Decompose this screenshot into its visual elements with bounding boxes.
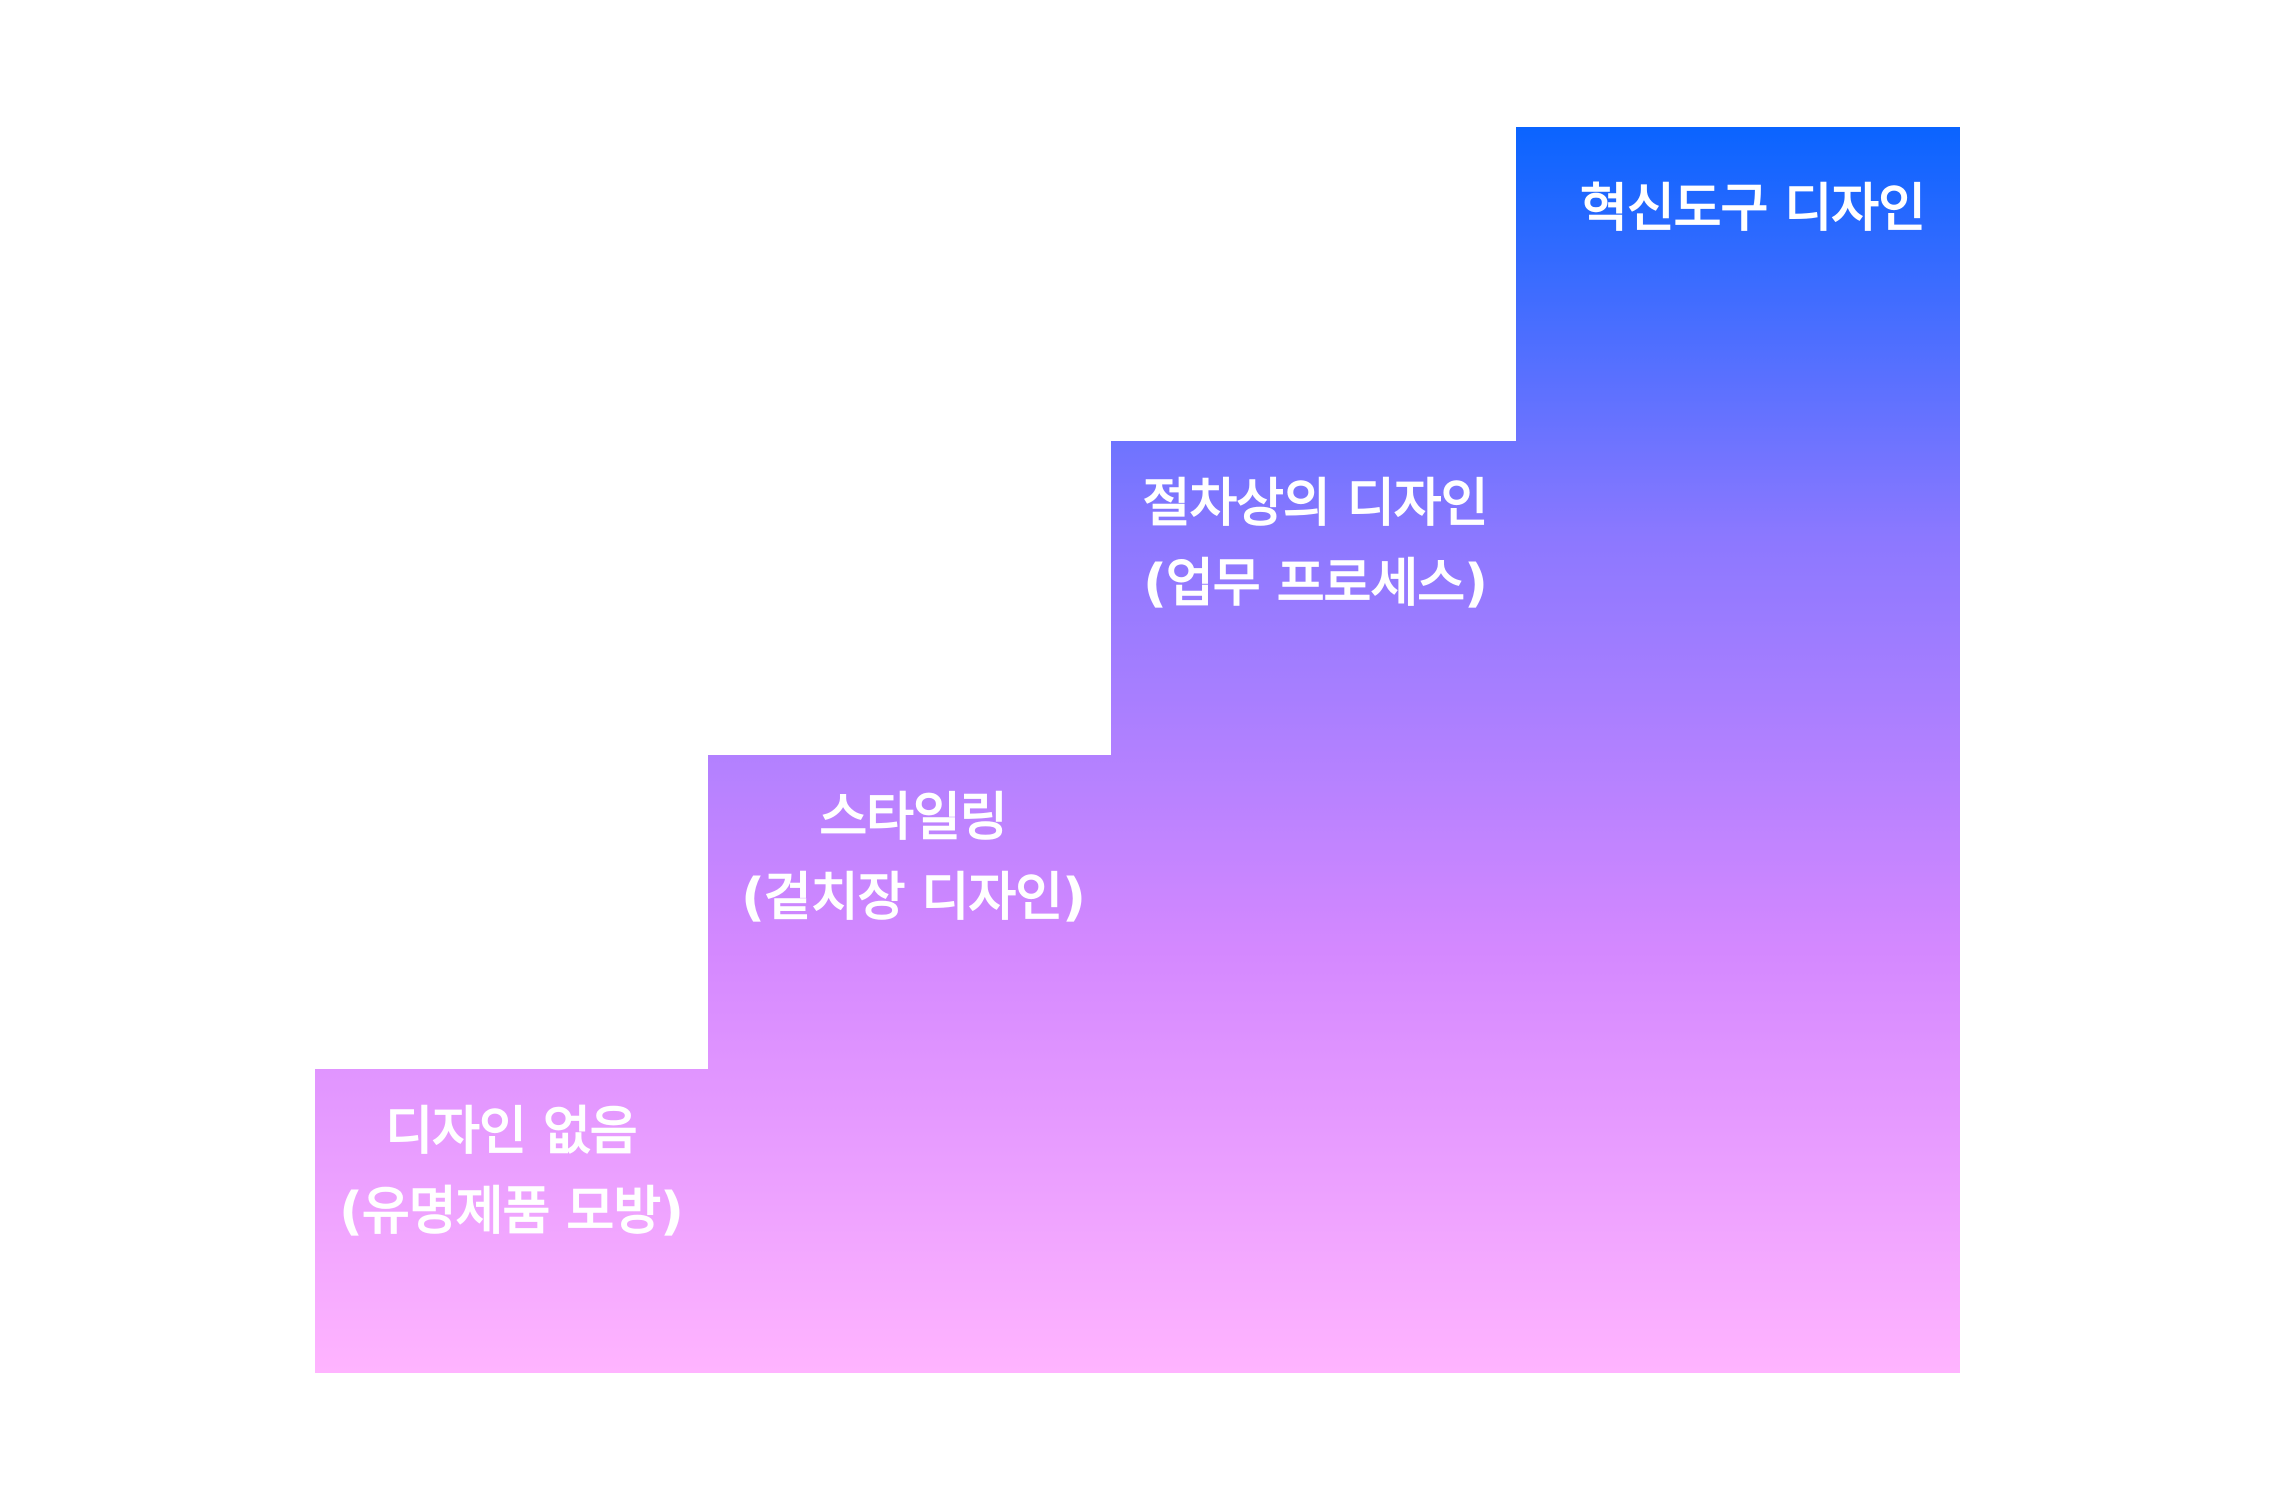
step-2-subtitle: (겉치장 디자인) — [741, 868, 1086, 928]
step-2-label: 스타일링 (겉치장 디자인) — [717, 778, 1109, 938]
step-2-title: 스타일링 — [819, 788, 1007, 848]
step-4-label: 혁신도구 디자인 — [1545, 169, 1960, 249]
step-3-label: 절차상의 디자인 (업무 프로세스) — [1119, 464, 1511, 624]
step-3-subtitle: (업무 프로세스) — [1143, 554, 1488, 614]
step-1-subtitle: (유명제품 모방) — [339, 1182, 684, 1242]
design-staircase-diagram: 디자인 없음 (유명제품 모방) 스타일링 (겉치장 디자인) 절차상의 디자인… — [315, 127, 1960, 1373]
step-1-label: 디자인 없음 (유명제품 모방) — [315, 1092, 707, 1252]
step-4-title: 혁신도구 디자인 — [1580, 179, 1926, 239]
staircase-shape — [315, 127, 1960, 1373]
staircase-fill — [315, 127, 1960, 1373]
step-1-title: 디자인 없음 — [385, 1102, 637, 1162]
step-3-title: 절차상의 디자인 — [1142, 474, 1489, 534]
